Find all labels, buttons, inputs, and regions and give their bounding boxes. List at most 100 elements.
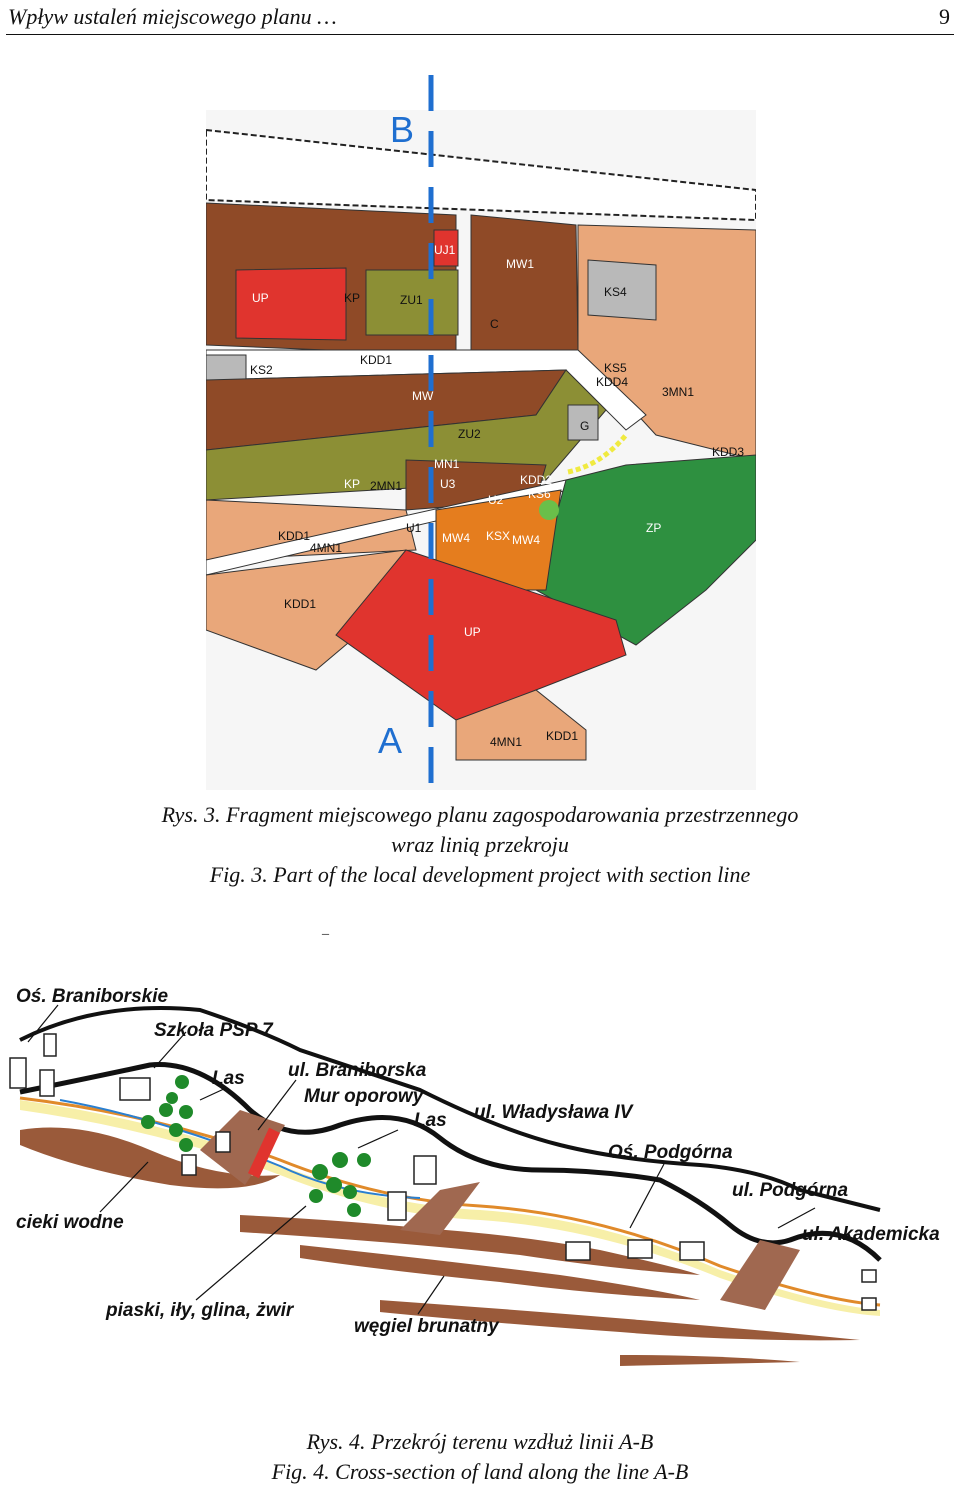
buildings <box>9 1033 877 1311</box>
label-ul-wladyslawa: ul. Władysława IV <box>474 1102 634 1123</box>
top-road <box>206 128 756 222</box>
label-las-2: Las <box>414 1110 447 1131</box>
building-icon <box>387 1191 407 1221</box>
building-icon <box>861 1269 877 1283</box>
leader-line <box>257 1079 297 1131</box>
zone-label: UP <box>252 291 269 305</box>
leader-line <box>27 1004 59 1043</box>
building-icon <box>861 1297 877 1311</box>
label-piaski: piaski, iły, glina, żwir <box>105 1300 295 1321</box>
road-cut <box>200 1110 285 1185</box>
yellow-path <box>567 433 628 475</box>
zone-label: KDD1 <box>278 529 310 543</box>
leader-lines <box>27 1004 816 1315</box>
building-icon <box>9 1057 27 1089</box>
building-icon <box>679 1241 705 1261</box>
leader-line <box>199 1087 227 1101</box>
section-label-a: A <box>378 720 402 761</box>
zoning-map: B A UP KP ZU1 MW1 KS4 KS2 KDD1 MW ZU2 C … <box>206 70 756 790</box>
tree-icon <box>166 1092 178 1104</box>
coal-layer <box>300 1245 700 1300</box>
road-cut <box>720 1240 800 1310</box>
label-ul-podgorna: ul. Podgórna <box>732 1180 849 1201</box>
label-os-podgorna: Oś. Podgórna <box>608 1142 733 1163</box>
label-ul-akademicka: ul. Akademicka <box>802 1224 940 1245</box>
zone-label: UP <box>464 625 481 639</box>
tree-icon <box>312 1164 328 1180</box>
zone-label: KS2 <box>250 363 273 377</box>
zone-label: KDD1 <box>546 729 578 743</box>
zone-label: ZU1 <box>400 293 423 307</box>
leader-line <box>99 1161 149 1213</box>
caption-line: Fig. 4. Cross-section of land along the … <box>271 1459 689 1484</box>
zone-label: KDD1 <box>360 353 392 367</box>
middle-road <box>206 349 647 431</box>
tree-icon <box>357 1153 371 1167</box>
zone-label: MW1 <box>506 257 534 271</box>
leader-line <box>153 1031 187 1069</box>
ground-surface <box>19 1062 882 1262</box>
zone-label: UJ1 <box>434 243 456 257</box>
page-number: 9 <box>939 4 950 29</box>
caption-line: Rys. 4. Przekrój terenu wzdłuż linii A-B <box>306 1429 654 1454</box>
section-label-b: B <box>390 109 414 150</box>
zone-label: KDD4 <box>596 375 628 389</box>
zone-label: 4MN1 <box>310 541 342 555</box>
building-icon <box>39 1069 55 1097</box>
zone-zu1 <box>365 269 459 336</box>
zone-salmon-left <box>206 499 417 561</box>
coal-layer <box>380 1300 860 1341</box>
building-icon <box>181 1154 197 1176</box>
tree-icon <box>179 1138 193 1152</box>
zone-ks6 <box>539 500 559 520</box>
caption-line: Rys. 3. Fragment miejscowego planu zagos… <box>161 802 799 827</box>
leader-line <box>195 1205 307 1301</box>
label-ul-braniborska: ul. Braniborska <box>288 1060 427 1081</box>
building-icon <box>215 1131 231 1153</box>
tree-icon <box>169 1123 183 1137</box>
zone-label: KSX <box>486 529 510 543</box>
zone-label: KS6 <box>528 487 551 501</box>
zone-label: MN1 <box>434 457 460 471</box>
zone-label: G <box>580 419 589 433</box>
cross-section: Oś. Braniborskie Szkoła PSP 7 Las ul. Br… <box>0 970 960 1370</box>
water-stream <box>59 1099 421 1199</box>
zone-label: ZP <box>646 521 661 535</box>
coal-layer <box>20 1127 280 1189</box>
zone-label: 2MN1 <box>370 479 402 493</box>
zone-4mn1-bottom <box>455 689 587 761</box>
zone-label: ZU2 <box>458 427 481 441</box>
building-icon <box>565 1241 591 1261</box>
header-rule <box>6 34 954 35</box>
zoning-map-drawing: B A UP KP ZU1 MW1 KS4 KS2 KDD1 MW ZU2 C … <box>206 75 756 790</box>
building-icon <box>119 1077 151 1101</box>
zone-up-top <box>235 267 347 341</box>
zone-label: U1 <box>406 521 422 535</box>
zone-label: KS4 <box>604 285 627 299</box>
zone-label: U2 <box>488 493 504 507</box>
building-icon <box>627 1239 653 1259</box>
zone-label: U3 <box>440 477 456 491</box>
zone-label: 3MN1 <box>662 385 694 399</box>
zone-label: MW4 <box>512 533 540 547</box>
leader-line <box>417 1275 445 1315</box>
tree-icon <box>347 1203 361 1217</box>
label-os-braniborskie: Oś. Braniborskie <box>16 986 168 1007</box>
tree-icon <box>343 1185 357 1199</box>
building-icon <box>413 1155 437 1185</box>
zone-label: KDD3 <box>712 445 744 459</box>
cross-section-drawing: Oś. Braniborskie Szkoła PSP 7 Las ul. Br… <box>9 986 940 1366</box>
label-cieki-wodne: cieki wodne <box>16 1212 124 1233</box>
trees <box>141 1075 371 1217</box>
zone-label: C <box>490 317 499 331</box>
zone-label: KP <box>344 291 360 305</box>
label-las-1: Las <box>212 1068 245 1089</box>
tree-icon <box>326 1177 342 1193</box>
running-title: Wpływ ustaleń miejscowego planu … <box>8 4 337 29</box>
label-mur-oporowy: Mur oporowy <box>304 1086 425 1107</box>
surface-line <box>19 1006 881 1212</box>
tree-icon <box>175 1075 189 1089</box>
building-icon <box>43 1033 57 1057</box>
figure-4-caption: Rys. 4. Przekrój terenu wzdłuż linii A-B… <box>0 1427 960 1487</box>
leader-line <box>357 1129 399 1149</box>
